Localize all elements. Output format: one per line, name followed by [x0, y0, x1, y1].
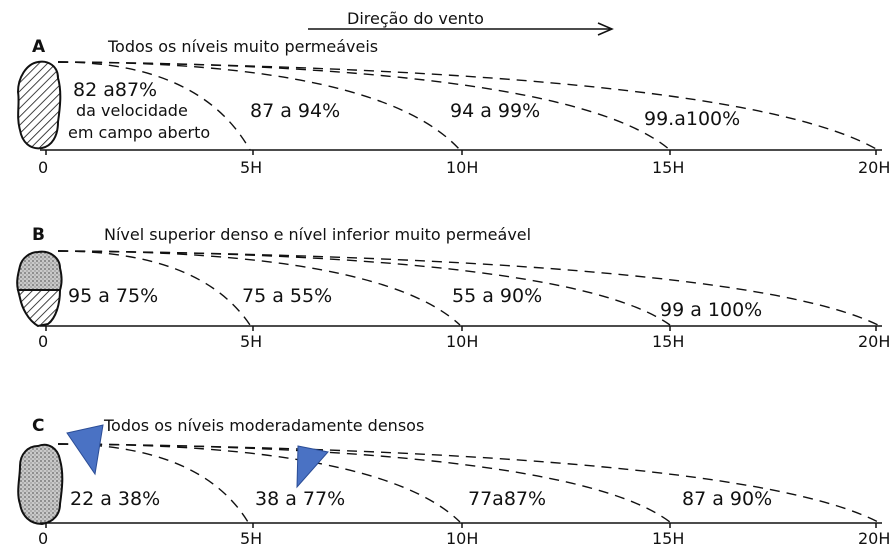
panel-a-windbreak [16, 60, 62, 150]
wind-arrow [308, 22, 614, 36]
panel-a-zone-label: 82 a87% [73, 79, 157, 101]
panel-a-tick-label: 20H [858, 158, 890, 177]
panel-b-title: Nível superior denso e nível inferior mu… [104, 225, 531, 244]
panel-c-zone-label: 77a87% [468, 488, 546, 510]
panel-c-windbreak [17, 443, 64, 526]
panel-a-letter: A [32, 37, 46, 57]
panel-c-tick-label: 10H [446, 529, 478, 548]
panel-c-tick-label: 15H [652, 529, 684, 548]
panel-b-ticks [45, 326, 877, 331]
panel-c-zone-label: 38 a 77% [255, 488, 345, 510]
panel-c-tick-label: 20H [858, 529, 890, 548]
panel-c-letter: C [32, 416, 44, 436]
panel-a-tick-label: 15H [652, 158, 684, 177]
panel-a-flow-lines [57, 61, 879, 151]
panel-c-title: Todos os níveis moderadamente densos [103, 416, 424, 435]
marker-triangle-left[interactable] [66, 424, 104, 476]
panel-b-tick-label: 15H [652, 332, 684, 351]
panel-b-zone-label: 99 a 100% [660, 299, 762, 321]
panel-a-tick-label: 10H [446, 158, 478, 177]
panel-a-zone-label: 87 a 94% [250, 100, 340, 122]
panel-b-windbreak-top [16, 250, 63, 291]
panel-b-letter: B [32, 225, 45, 245]
panel-a-zone-label: em campo aberto [68, 123, 210, 142]
panel-a-zone-label: da velocidade [76, 101, 188, 120]
panel-c-tick-label: 0 [38, 529, 48, 548]
panel-c-ticks [45, 523, 877, 528]
panel-b-zone-label: 55 a 90% [452, 285, 542, 307]
panel-a-title: Todos os níveis muito permeáveis [107, 37, 378, 56]
panel-c-zone-label: 87 a 90% [682, 488, 772, 510]
panel-b-windbreak-bottom [16, 289, 62, 328]
panel-b-zone-label: 75 a 55% [242, 285, 332, 307]
panel-a-zone-label: 94 a 99% [450, 100, 540, 122]
panel-b: B Nível superior denso e nível inferior … [16, 225, 890, 351]
panel-c-flow-lines [57, 443, 879, 523]
panel-a-tick-label: 5H [240, 158, 262, 177]
panel-c-zone-label: 22 a 38% [70, 488, 160, 510]
panel-b-tick-label: 20H [858, 332, 890, 351]
panel-c: C Todos os níveis moderadamente densos 0… [17, 416, 890, 548]
panel-b-tick-label: 5H [240, 332, 262, 351]
panel-c-tick-label: 5H [240, 529, 262, 548]
panel-b-flow-lines [57, 250, 879, 326]
panel-b-tick-label: 10H [446, 332, 478, 351]
panel-a-zone-label: 99.a100% [644, 108, 740, 130]
panel-b-zone-label: 95 a 75% [68, 285, 158, 307]
marker-triangle-right[interactable] [296, 445, 329, 489]
panel-b-tick-label: 0 [38, 332, 48, 351]
wind-direction-label: Direção do vento [347, 9, 484, 28]
panel-a-ticks [45, 150, 877, 155]
panel-a-tick-label: 0 [38, 158, 48, 177]
panel-a: A Todos os níveis muito permeáveis 0 5H … [16, 37, 890, 177]
